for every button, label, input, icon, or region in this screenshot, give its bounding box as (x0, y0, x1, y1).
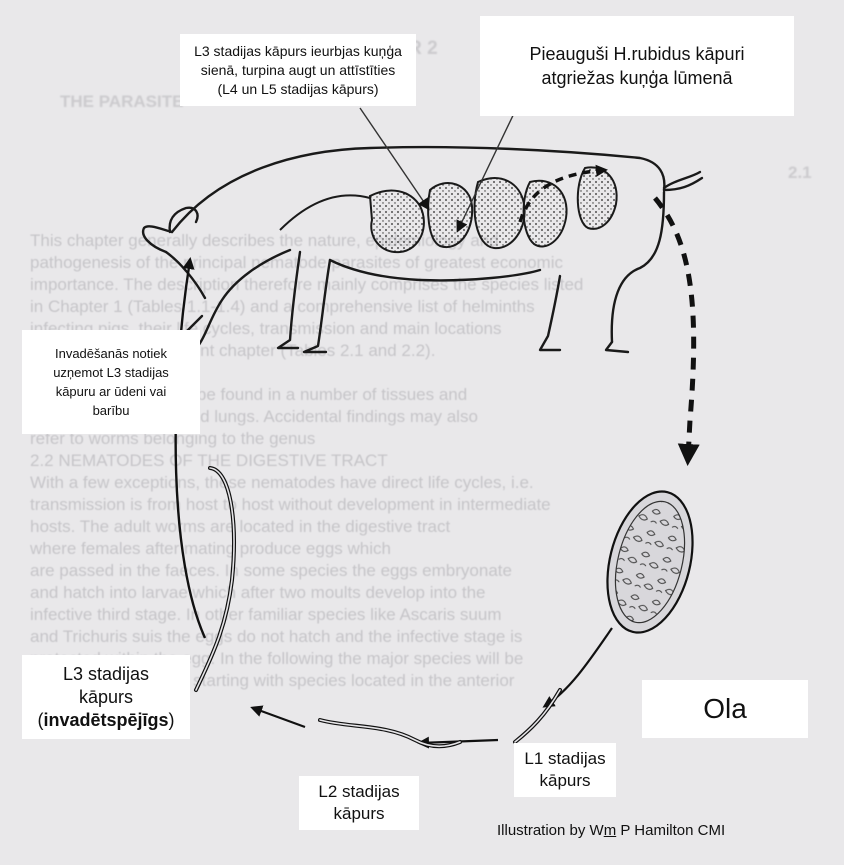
label-infection: Invadēšanās notiek uzņemot L3 stadijas k… (22, 330, 200, 434)
egg-drawing (594, 482, 706, 641)
label-l3-infective: L3 stadijas kāpurs (invadētspējīgs) (22, 655, 190, 739)
label-adults-return-line-1: Pieauguši H.rubidus kāpuri (529, 42, 744, 66)
label-l2: L2 stadijas kāpurs (299, 776, 419, 830)
label-penetration-line-3: (L4 un L5 stadijas kāpurs) (217, 80, 378, 99)
pig-digestive-tract (370, 167, 617, 252)
l1-larva (515, 690, 560, 742)
label-adults-return-line-2: atgriežas kuņģa lūmenā (541, 66, 732, 90)
label-l3-line-3: (invadētspējīgs) (37, 709, 174, 732)
label-penetration-line-2: sienā, turpina augt un attīstīties (201, 61, 396, 80)
label-penetration-line-1: L3 stadijas kāpurs ieurbjas kuņģa (194, 42, 402, 61)
pig-drawing (143, 147, 702, 352)
illustration-credit: Illustration by Wm P Hamilton CMI (497, 822, 725, 839)
label-egg: Ola (642, 680, 808, 738)
credit-suffix: P Hamilton CMI (616, 822, 725, 839)
credit-underlined: m (604, 822, 617, 839)
label-infection-line-1: Invadēšanās notiek (55, 344, 167, 363)
label-penetration: L3 stadijas kāpurs ieurbjas kuņģa sienā,… (180, 34, 416, 106)
label-l1: L1 stadijas kāpurs (514, 743, 616, 797)
label-l1-line-2: kāpurs (539, 770, 590, 792)
label-l3-infective-term: invadētspējīgs (43, 710, 168, 730)
label-infection-line-3: kāpuru ar ūdeni vai (56, 382, 167, 401)
label-infection-line-4: barību (93, 401, 130, 420)
label-l3-line-1: L3 stadijas (63, 663, 149, 686)
label-infection-line-2: uzņemot L3 stadijas (53, 363, 169, 382)
l2-to-l3-arrow (253, 708, 305, 727)
esophagus (280, 195, 370, 230)
label-l1-line-1: L1 stadijas (524, 748, 605, 770)
egg-to-l1-arrow (545, 628, 612, 706)
label-l2-line-2: kāpurs (333, 803, 384, 825)
label-l2-line-1: L2 stadijas (318, 781, 399, 803)
credit-prefix: Illustration by W (497, 822, 604, 839)
label-l3-line-2: kāpurs (79, 686, 133, 709)
label-adults-return: Pieauguši H.rubidus kāpuri atgriežas kuņ… (480, 16, 794, 116)
label-egg-text: Ola (703, 693, 747, 725)
l3-larva (196, 468, 234, 690)
